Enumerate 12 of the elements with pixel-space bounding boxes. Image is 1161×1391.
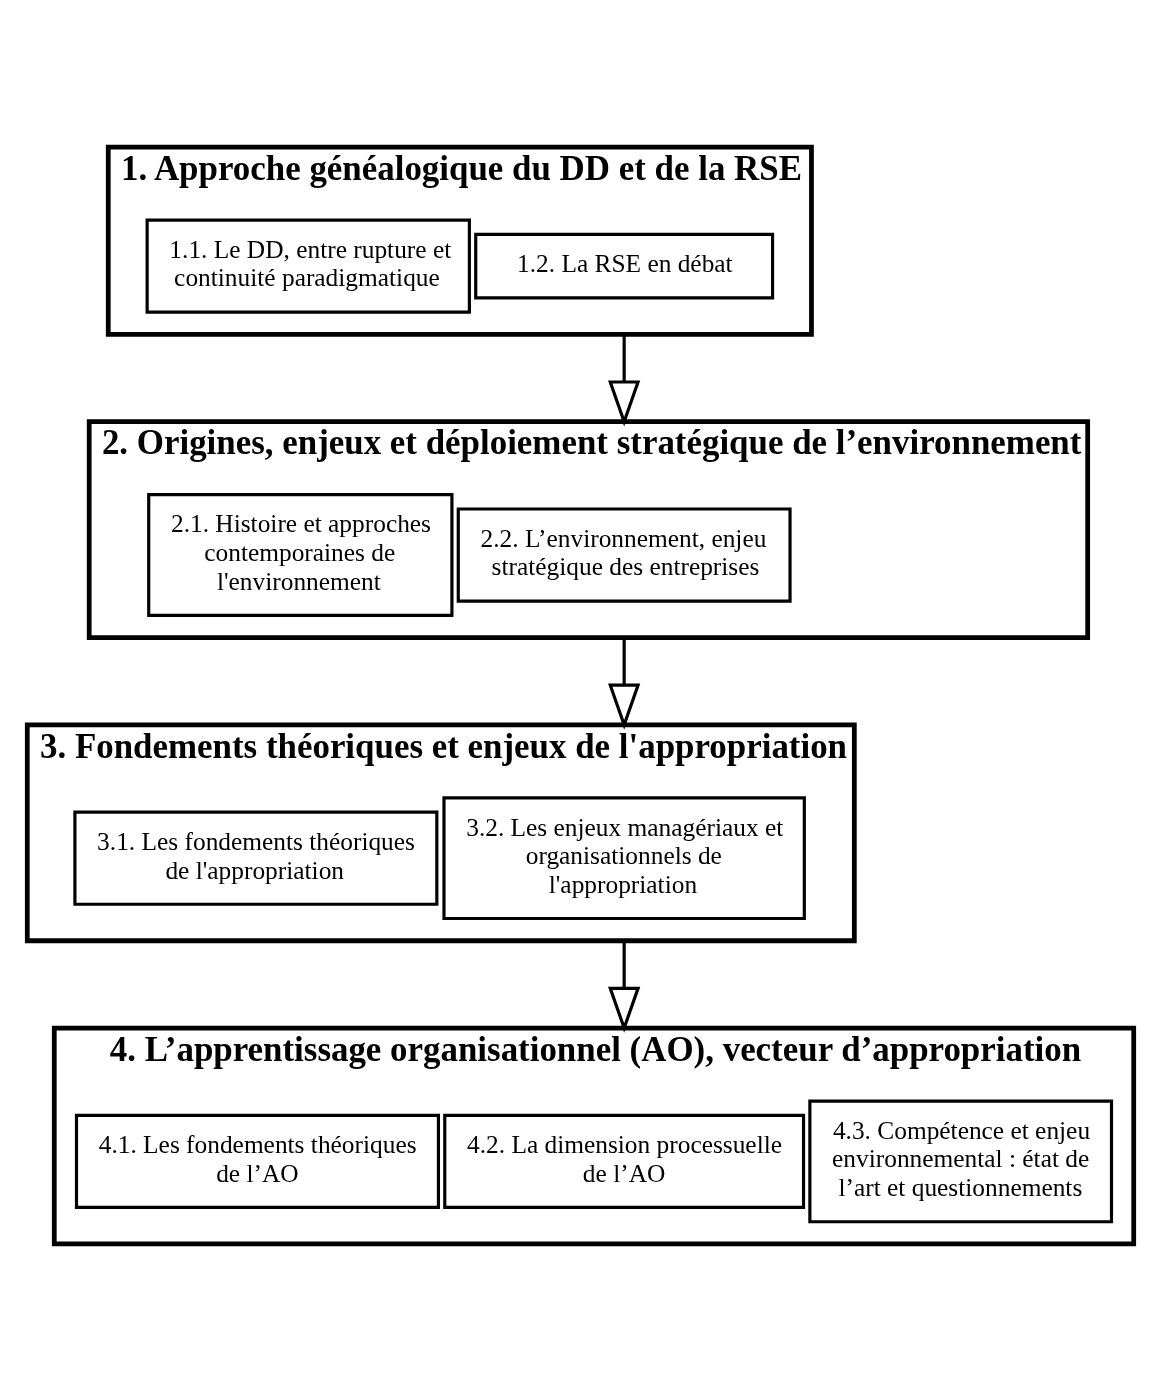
arrow — [608, 334, 641, 427]
node-box: 4.1. Les fondements théoriques de l’AO — [74, 1113, 440, 1210]
node-box: 2.1. Histoire et approches contemporaines de l'environnement — [147, 493, 454, 617]
node-box: 4.2. La dimension processuelle de l’AO — [443, 1113, 806, 1210]
node-box: 2.2. L’environnement, enjeu stratégique des entreprises — [456, 507, 792, 603]
arrow — [608, 940, 641, 1033]
arrow — [608, 637, 641, 730]
node-box: 1.1. Le DD, entre rupture et continuité paradigmatique — [145, 218, 471, 314]
node-box: 3.1. Les fondements théoriques de l'appropriation — [73, 810, 439, 906]
node-box: 4.3. Compétence et enjeu environnemental : état de l’art et questionnements — [808, 1099, 1114, 1224]
node-box: 3.2. Les enjeux managériaux et organisationnels de l'appropriation — [442, 796, 806, 921]
node-box: 1.2. La RSE en débat — [474, 232, 775, 300]
